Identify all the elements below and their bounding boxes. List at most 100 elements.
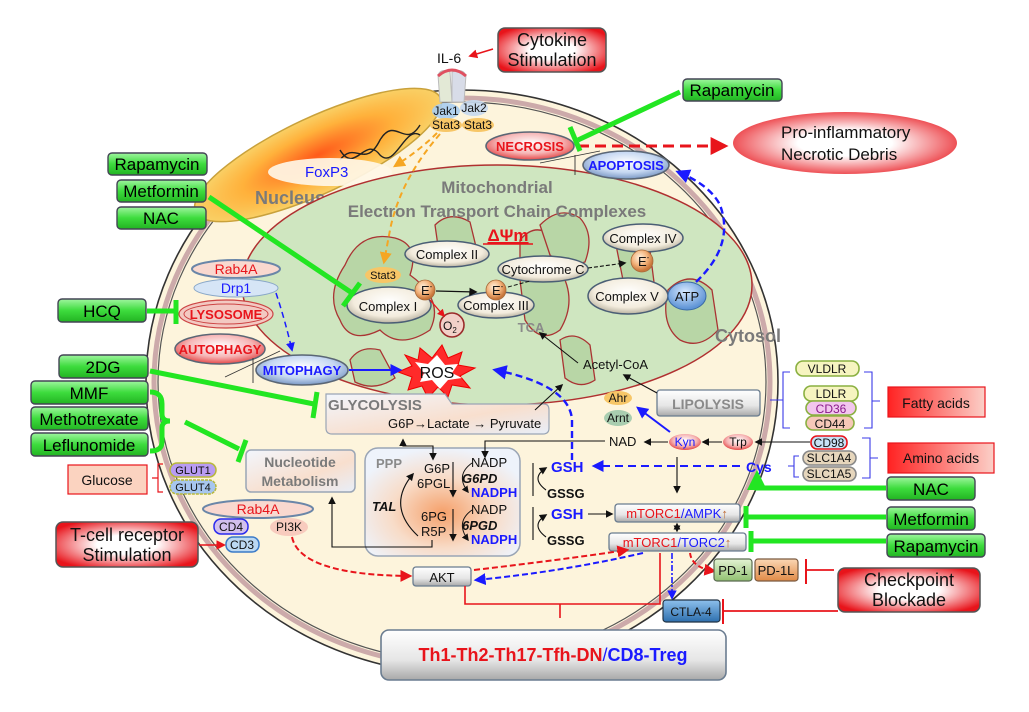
nadp-2-label: NADP <box>471 502 507 517</box>
arrow-pi3k-to-akt <box>291 536 413 582</box>
drug-mmf[interactable]: MMF <box>30 380 149 405</box>
drug-methotrexate[interactable]: Methotrexate <box>30 406 149 431</box>
arrow-glycolysis-ppp <box>399 438 437 461</box>
inhibit-metformin-complex1 <box>207 194 354 296</box>
arrow-akt-to-mtorc2 <box>473 545 630 571</box>
electron-1 <box>414 279 436 301</box>
mitochondria-title-line1: Mitochondrial <box>441 178 552 197</box>
nad-label: NAD <box>609 434 636 449</box>
arrow-kyn-to-ahr <box>636 406 671 433</box>
atp-node <box>667 281 707 311</box>
drug-nac-left[interactable]: NAC <box>116 206 207 230</box>
cytochrome-c-label: Cytochrome C <box>501 262 584 277</box>
arrow-stat3-to-foxp3 <box>392 132 438 168</box>
arrow-nad-to-nadp <box>481 440 605 459</box>
glycolysis-path-label: G6P→Lactate → Pyruvate <box>388 416 541 431</box>
gssg-2-label: GSSG <box>547 533 585 548</box>
checkpoint-blockade-bg <box>837 567 981 613</box>
complex-2-node <box>404 240 490 268</box>
kyn-node <box>669 434 701 450</box>
necrosis-node <box>485 131 575 161</box>
drug-rapamycin-top-right[interactable]: Rapamycin <box>682 78 783 102</box>
tcr-stimulation-line2: Stimulation <box>82 545 171 565</box>
complex-3-label: Complex III <box>463 298 529 313</box>
inhibit-immuno-nucleotide-bar <box>235 439 249 463</box>
rab4a-membrane-label: Rab4A <box>237 501 280 517</box>
trp-node <box>723 434 753 450</box>
acetyl-coa-label: Acetyl-CoA <box>583 357 648 372</box>
tcr-stimulation-bg <box>55 521 199 568</box>
stat3-a-label: Stat3 <box>432 118 460 132</box>
il6-receptor: IL-6 Jak1 Jak2 Stat3 Stat3 <box>430 50 494 132</box>
jak1-node <box>432 103 460 119</box>
drug-metformin-right-bg <box>886 506 976 531</box>
mtorc1-ampk-bg <box>614 503 741 523</box>
drug-methotrexate-label: Methotrexate <box>39 410 138 429</box>
cd4-label: CD4 <box>219 520 243 534</box>
drug-leflunomide[interactable]: Leflunomide <box>30 432 149 457</box>
akt-label: AKT <box>429 570 454 585</box>
arrow-mtorc2-to-akt <box>473 552 644 586</box>
drug-metformin-left[interactable]: Metformin <box>116 179 207 203</box>
6pg-label: 6PG <box>421 509 447 524</box>
arrow-gssg1-to-gsh1 <box>537 467 548 491</box>
rab4a-label: Rab4A <box>215 261 258 277</box>
receptor-cap-icon <box>437 68 467 78</box>
necrotic-debris-bg <box>733 112 957 174</box>
inhibit-immuno-nucleotide <box>183 419 241 452</box>
ppp-box: PPP TAL G6P 6PGL 6PG R5P NADP G6PD NADPH… <box>364 447 521 557</box>
drug-rapamycin-left[interactable]: Rapamycin <box>107 152 208 176</box>
amino-acid-transporters: CD98 SLC1A4 SLC1A5 <box>788 435 878 482</box>
outcome-bracket <box>464 553 661 618</box>
lysosome-node-inner <box>183 303 269 325</box>
cytochrome-c-node <box>497 255 589 283</box>
cytokine-stimulation-box: Cytokine Stimulation <box>497 27 607 73</box>
glycolysis-box: GLYCOLYSIS G6P→Lactate → Pyruvate <box>325 393 550 435</box>
slc1a4-label: SLC1A4 <box>807 451 852 465</box>
pd1l-label: PD-1L <box>758 563 795 578</box>
necrotic-debris-line2: Necrotic Debris <box>781 145 897 164</box>
inhibit-2dg-glycolysis-bar <box>310 391 320 419</box>
tcr-stimulation-box: T-cell receptor Stimulation <box>55 521 199 568</box>
drug-nac-left-label: NAC <box>143 209 179 228</box>
drug-metformin-right[interactable]: Metformin <box>886 506 976 531</box>
inhibit-metformin-complex1-bar <box>340 281 363 308</box>
lipid-transporters: VLDLR LDLR CD36 CD44 <box>770 360 880 431</box>
complex-5-label: Complex V <box>595 289 659 304</box>
drug-rapamycin-right[interactable]: Rapamycin <box>886 533 986 558</box>
arrow-acetylcoa-to-tca <box>538 332 579 364</box>
slc1a5-label: SLC1A5 <box>807 467 852 481</box>
glucose-box: Glucose <box>67 464 148 495</box>
cd36-label: CD36 <box>816 402 847 416</box>
arrow-nadp2-to-nadph2 <box>461 509 473 542</box>
fatty-acids-label: Fatty acids <box>902 395 970 411</box>
outcome-label: Th1-Th2-Th17-Tfh-DN/CD8-Treg <box>418 645 687 665</box>
inhibit-rapamycin-necrosis-bar <box>567 126 583 152</box>
arrow-mtorc2-to-pd1 <box>689 552 717 576</box>
ros-burst-core <box>415 355 462 389</box>
tca-label: TCA <box>518 320 545 335</box>
autophagy-mitophagy-separator <box>224 350 281 378</box>
necrosis-apoptosis-separator <box>539 150 601 164</box>
arrow-nadp1-to-nadph1 <box>461 462 473 494</box>
drug-2dg-label: 2DG <box>86 358 121 377</box>
drug-rapamycin-right-bg <box>886 533 986 558</box>
tcr-stimulation-line1: T-cell receptor <box>70 525 184 545</box>
lysosome-label: LYSOSOME <box>190 307 263 322</box>
drug-rapamycin-left-bg <box>107 152 208 176</box>
stat3-a-node <box>430 118 462 132</box>
rab4a-node <box>191 259 281 279</box>
pi3k-label: PI3K <box>276 520 302 534</box>
immuno-group-bracket <box>149 389 171 454</box>
drug-2dg[interactable]: 2DG <box>58 354 149 379</box>
drug-2dg-bg <box>58 354 149 379</box>
atp-label: ATP <box>675 289 699 304</box>
necrotic-debris-line1: Pro-inflammatory <box>781 123 911 142</box>
drug-hcq[interactable]: HCQ <box>57 298 147 323</box>
nadph-1-label: NADPH <box>471 485 517 500</box>
drug-nac-right[interactable]: NAC <box>886 476 976 501</box>
stat3-mito-node <box>365 267 401 283</box>
arrow-e3-to-cytc <box>507 280 531 288</box>
akt-bg <box>412 566 472 587</box>
necrosis-label: NECROSIS <box>496 139 564 154</box>
